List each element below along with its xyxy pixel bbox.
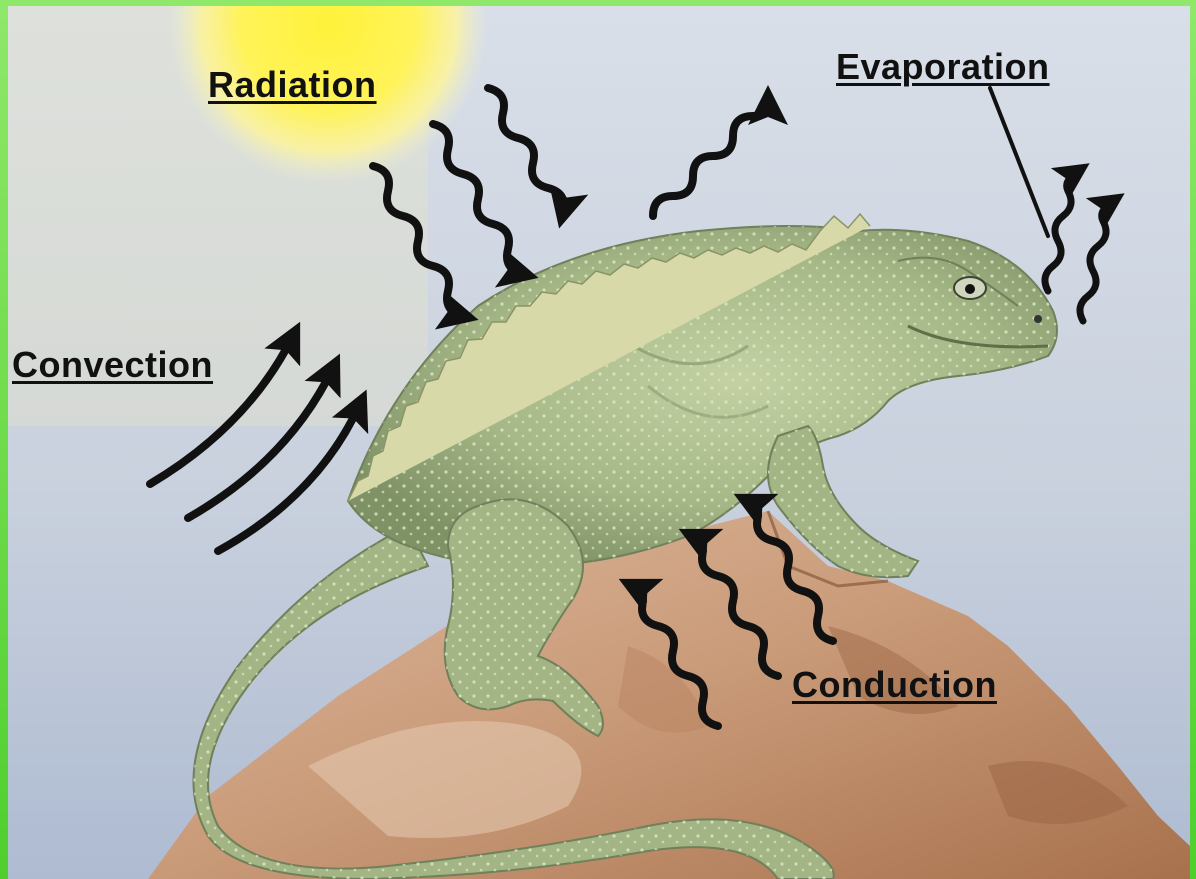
radiation-label: Radiation xyxy=(208,64,377,106)
conduction-label: Conduction xyxy=(792,664,997,706)
diagram-scene: Radiation Evaporation Convection Conduct… xyxy=(8,6,1190,879)
convection-label: Convection xyxy=(12,344,213,386)
diagram-canvas xyxy=(8,6,1190,879)
evaporation-label: Evaporation xyxy=(836,46,1050,88)
